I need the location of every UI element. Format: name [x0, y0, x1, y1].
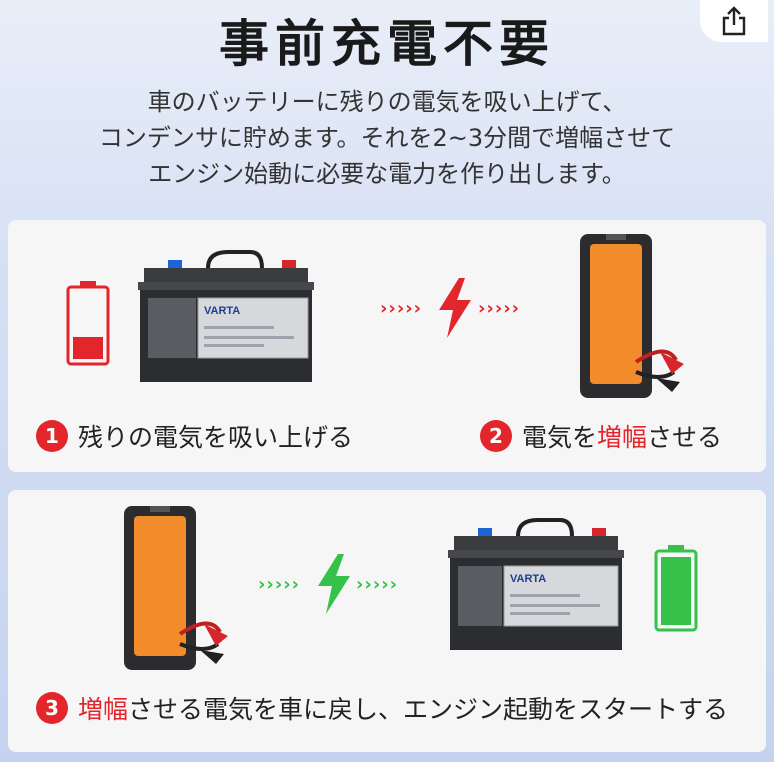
car-battery-image: VARTA	[448, 514, 624, 654]
step-number-badge: 3	[36, 692, 68, 724]
share-button[interactable]	[700, 0, 768, 42]
description-line: エンジン始動に必要な電力を作り出します。	[148, 160, 626, 188]
step-text: させる	[647, 423, 723, 452]
battery-brand-label: VARTA	[204, 305, 240, 317]
description: 車のバッテリーに残りの電気を吸い上げて、 コンデンサに貯めます。それを2~3分間…	[0, 84, 774, 192]
lightning-icon	[314, 554, 354, 614]
jump-starter-image	[576, 232, 686, 402]
step-panel-2: ››››› ››››› VARTA 3	[8, 490, 766, 752]
step-text: 残りの電気を吸い上げる	[78, 423, 354, 452]
description-line: 車のバッテリーに残りの電気を吸い上げて、	[147, 88, 627, 116]
battery-full-icon	[654, 544, 698, 632]
jump-starter-image	[120, 504, 230, 674]
step-highlight: 増幅	[78, 695, 129, 724]
step-highlight: 増幅	[597, 423, 648, 452]
step-3-label: 3 増幅させる電気を車に戻し、エンジン起動をスタートする	[36, 690, 728, 726]
step-number-badge: 1	[36, 420, 68, 452]
step-text: させる電気を車に戻し、エンジン起動をスタートする	[128, 695, 729, 724]
arrows-right: ›››››	[356, 574, 399, 595]
battery-low-icon	[66, 280, 110, 366]
battery-brand-label: VARTA	[510, 573, 546, 585]
step-1-label: 1 残りの電気を吸い上げる	[36, 418, 353, 454]
step-text: 電気を	[522, 423, 598, 452]
lightning-icon	[435, 278, 475, 338]
arrows-left: ›››››	[380, 298, 423, 319]
step-2-label: 2 電気を増幅させる	[480, 418, 722, 454]
step-panel-1: VARTA ››››› ››››› 1 残りの電気を吸い上げる 2 電気を増幅さ…	[8, 220, 766, 472]
description-line: コンデンサに貯めます。それを2~3分間で増幅させて	[98, 124, 676, 152]
share-icon	[720, 6, 748, 36]
step-number-badge: 2	[480, 420, 512, 452]
page-title: 事前充電不要	[219, 15, 555, 73]
car-battery-image: VARTA	[138, 246, 314, 386]
arrows-right: ›››››	[478, 298, 521, 319]
arrows-left: ›››››	[258, 574, 301, 595]
